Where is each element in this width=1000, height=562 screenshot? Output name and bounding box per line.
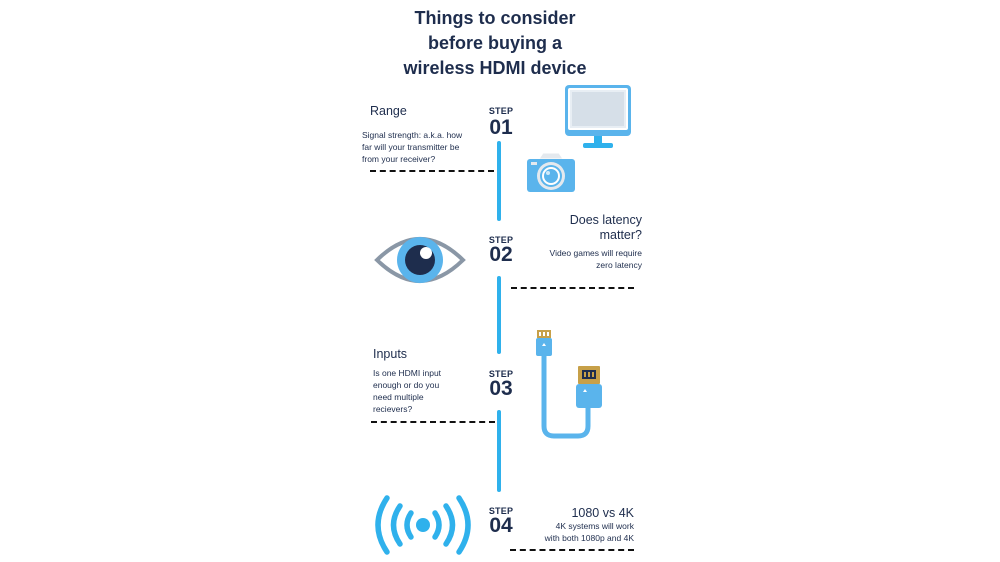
page-title: Things to consider before buying a wirel… (403, 8, 587, 78)
step-3-label: STEP (488, 369, 514, 379)
eye-icon (374, 237, 466, 283)
step-1-description: Signal strength: a.k.a. how far will you… (362, 130, 463, 164)
camera-icon (527, 152, 575, 192)
step-1-heading: Range (370, 104, 407, 118)
step-1-label: STEP (488, 106, 514, 116)
step-4-divider (510, 549, 634, 551)
monitor-icon (565, 85, 631, 148)
step-3-heading: Inputs (373, 347, 408, 361)
step-4-label: STEP (488, 506, 514, 516)
timeline-segment-2 (497, 276, 501, 354)
hdmi-cable-icon (536, 330, 602, 439)
step-4-description: 4K systems will work with both 1080p and… (544, 521, 634, 543)
timeline-segment-1 (497, 141, 501, 221)
step-4-number: 04 (489, 514, 513, 537)
step-2-label: STEP (488, 235, 514, 245)
step-2-number: 02 (489, 243, 513, 266)
step-4-heading: 1080 vs 4K (571, 506, 634, 520)
step-2-description: Video games will require zero latency (549, 248, 642, 270)
timeline-segment-3 (497, 410, 501, 492)
step-1-divider (370, 170, 494, 172)
step-3-description: Is one HDMI input enough or do you need … (373, 368, 442, 414)
wireless-signal-icon (375, 495, 471, 555)
step-1-number: 01 (489, 116, 513, 139)
step-3-divider (371, 421, 495, 423)
step-2-divider (511, 287, 634, 289)
step-3-number: 03 (489, 377, 513, 400)
step-2-heading: Does latency matter? (569, 213, 642, 242)
